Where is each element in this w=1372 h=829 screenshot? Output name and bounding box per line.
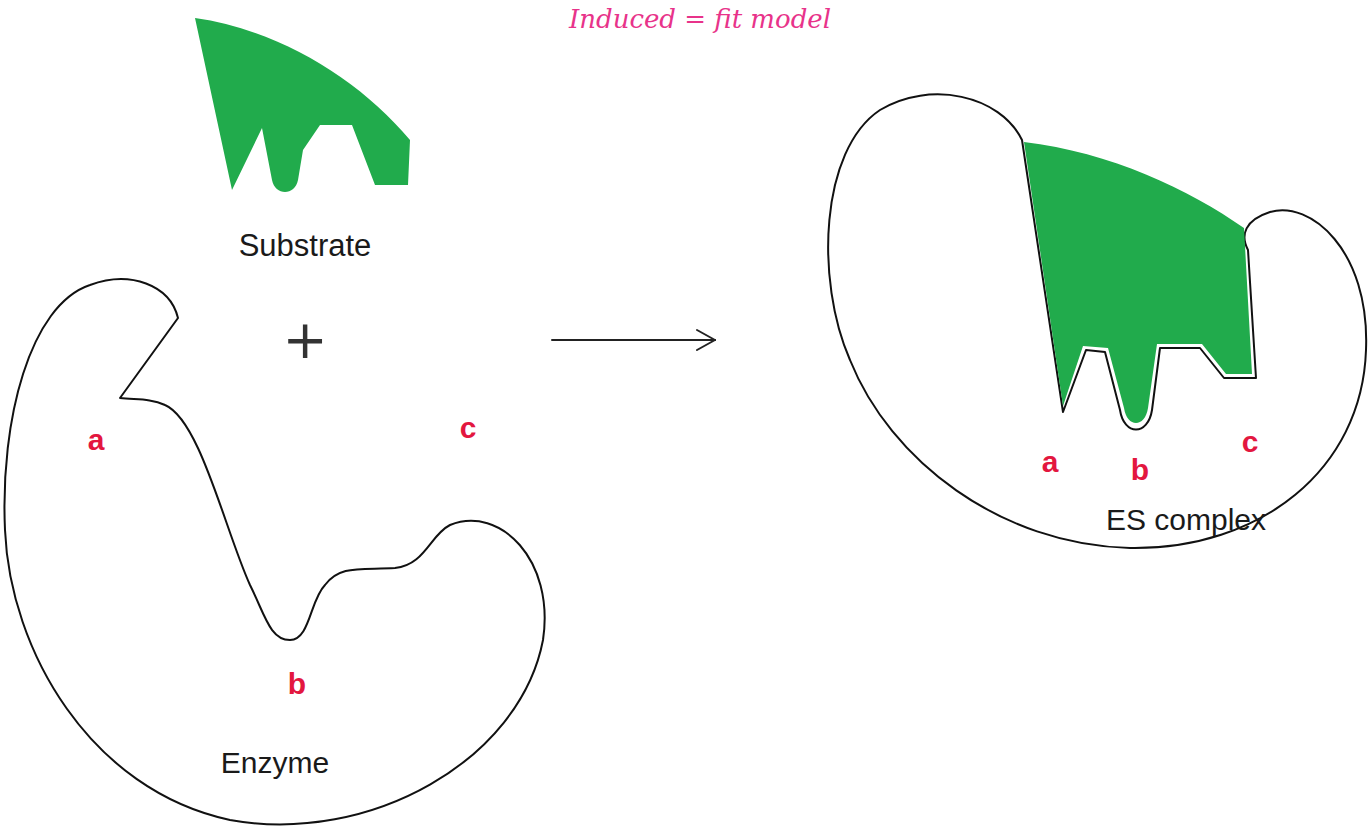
plus-sign: + — [282, 309, 327, 371]
enzyme-shape: Enzyme a b c — [0, 268, 552, 829]
site-label: b — [1131, 453, 1149, 488]
outline-path — [1024, 142, 1252, 423]
shape-label: Substrate — [239, 228, 372, 264]
outline-path — [195, 18, 410, 192]
site-label: c — [460, 411, 477, 446]
handwritten-note: Induced = fit model — [569, 5, 831, 35]
es-complex-shape: ES complex a b c — [715, 80, 1372, 562]
shape-outline — [715, 80, 1372, 562]
site-label: b — [288, 667, 306, 702]
shape-outline — [0, 268, 552, 829]
site-label: c — [1242, 425, 1259, 460]
arrow-head — [697, 340, 715, 350]
outline-path — [4, 279, 544, 824]
outline-path — [828, 94, 1366, 548]
site-label: a — [88, 423, 105, 458]
shape-label: Enzyme — [221, 746, 329, 781]
arrow-head — [697, 330, 715, 340]
reaction-arrow — [552, 339, 715, 341]
substrate-shape: Substrate — [185, 8, 425, 270]
site-label: a — [1042, 445, 1059, 480]
shape-label: ES complex — [1106, 503, 1266, 538]
